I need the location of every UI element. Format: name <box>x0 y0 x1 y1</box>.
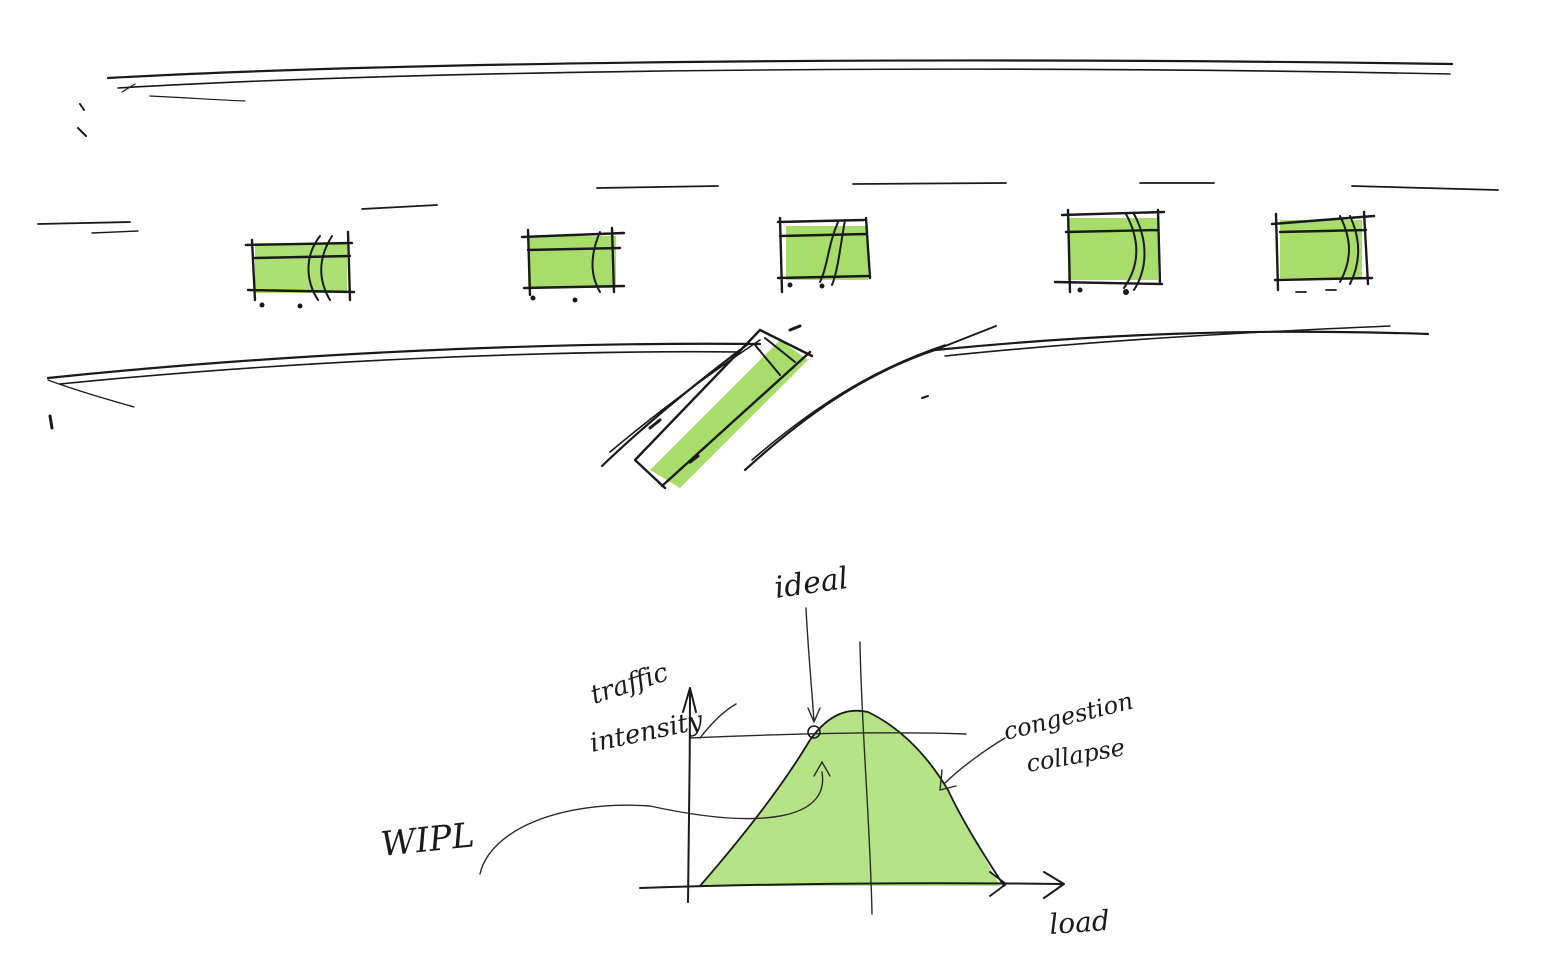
wipl-arrow <box>479 760 831 875</box>
ideal-horizontal-line <box>689 732 967 739</box>
traffic-intensity-pointer <box>699 703 737 739</box>
car <box>244 230 356 309</box>
wipl-label: WIPL <box>379 815 477 865</box>
merging-car <box>633 324 814 490</box>
ideal-point <box>807 725 821 739</box>
bottom-road-edge-left <box>46 342 762 430</box>
x-axis <box>639 882 1063 889</box>
traffic-label: traffic <box>587 657 672 710</box>
ideal-arrow <box>805 607 821 724</box>
throughput-area <box>700 710 1000 886</box>
y-axis <box>687 689 691 903</box>
collapse-label: collapse <box>1024 733 1127 778</box>
intensity-label: intensity <box>587 706 705 759</box>
on-ramp <box>600 339 946 472</box>
load-label: load <box>1048 904 1111 941</box>
top-road-edge <box>77 59 1454 137</box>
car <box>520 226 626 303</box>
ideal-label: ideal <box>772 561 850 606</box>
lane-divider <box>37 182 1499 234</box>
curve-end-arrowhead <box>989 871 1007 897</box>
car <box>1270 210 1376 293</box>
highway <box>37 59 1499 490</box>
x-axis-arrowhead <box>1043 871 1065 899</box>
car <box>1053 208 1166 295</box>
load-graph: ideal traffic intensity congestion colla… <box>379 561 1136 941</box>
bottom-road-edge-right <box>921 325 1430 399</box>
car <box>776 216 872 294</box>
throughput-curve <box>699 709 1005 887</box>
capacity-vertical-line <box>859 641 873 915</box>
congestion-arrow <box>939 737 1006 791</box>
y-axis-arrowhead <box>682 687 697 713</box>
